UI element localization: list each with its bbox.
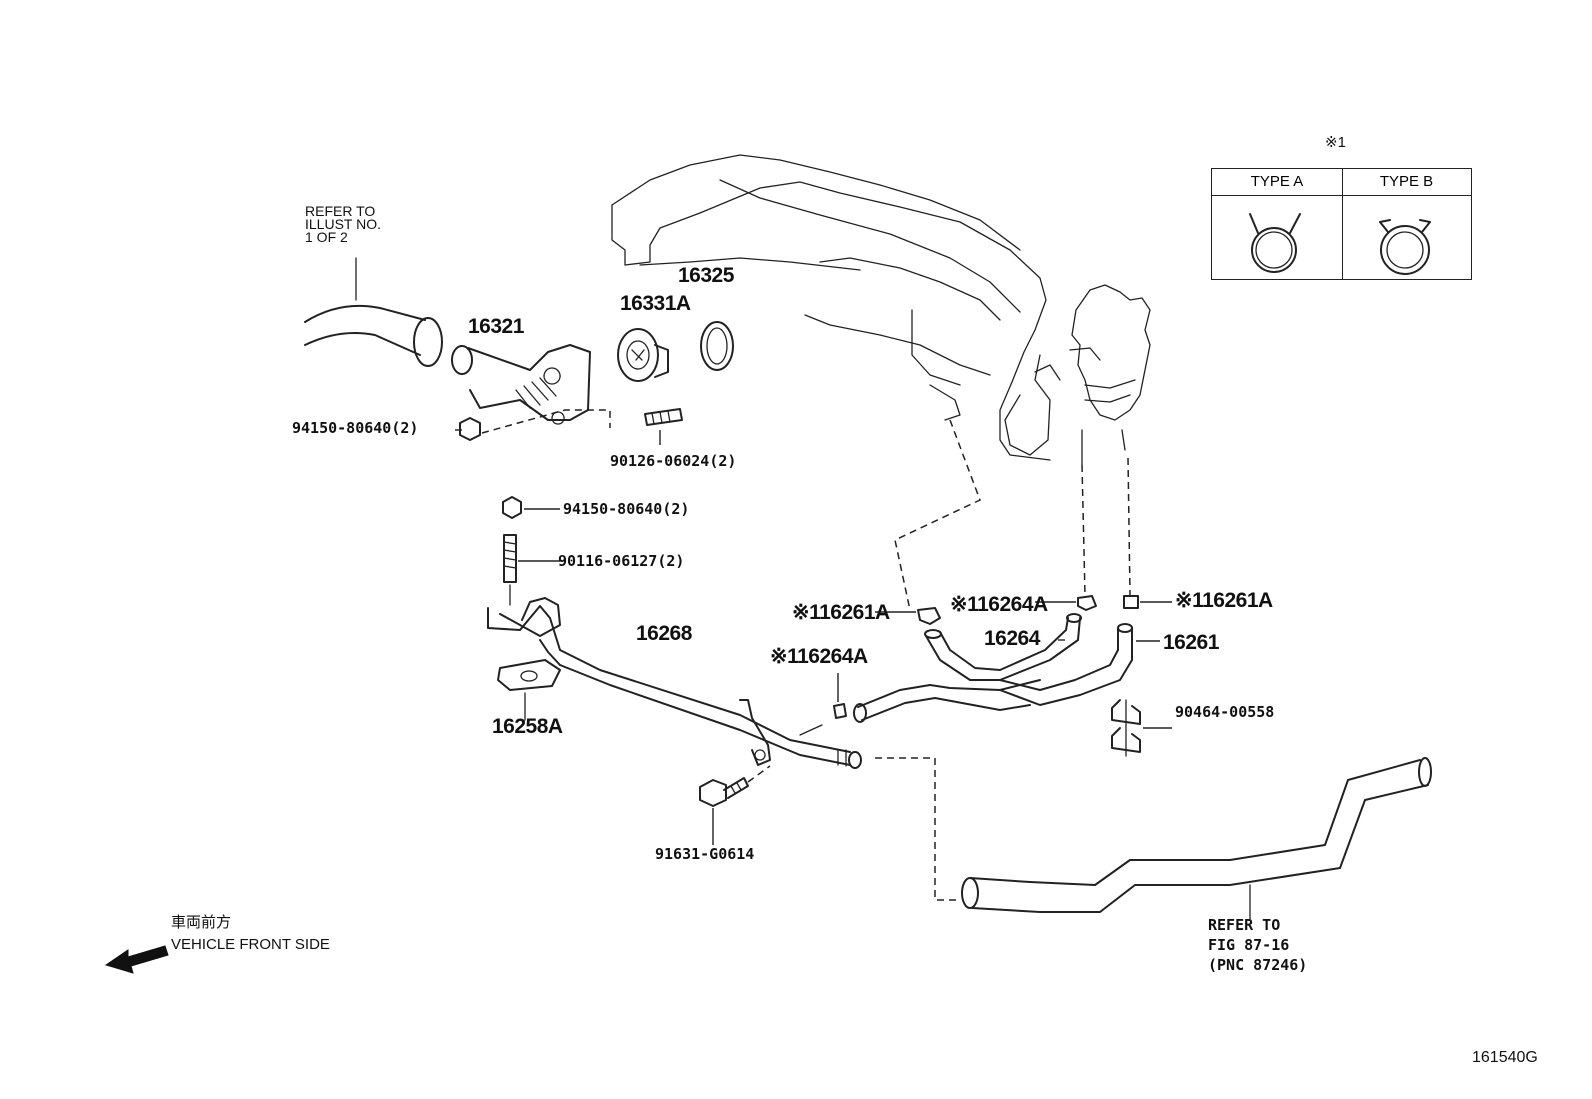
bolt-91631 (699, 765, 771, 845)
clip-90464 (1111, 699, 1172, 757)
pipe-16268 (487, 597, 862, 769)
thermostat-16331A (617, 328, 669, 382)
gasket-16258A (497, 659, 561, 721)
stud-left (503, 534, 560, 606)
clamp-type-b-label: TYPE B (1342, 169, 1471, 196)
front-arrow-icon (104, 945, 169, 974)
diagram-id: 161540G (1472, 1049, 1538, 1066)
part-label-clamp-16264A-right[interactable]: ※116264A (950, 593, 1048, 616)
water-outlet-16321 (451, 344, 591, 425)
nut-left (502, 496, 560, 519)
part-label-clamp-16264A-mid[interactable]: ※116264A (770, 645, 868, 668)
refer-fig-note: REFER TO FIG 87-16 (PNC 87246) (1208, 916, 1308, 974)
clamp-type-b-icon (1379, 219, 1431, 275)
part-label-nut-left[interactable]: 94150-80640(2) (563, 500, 690, 518)
hose-assembly (853, 613, 1160, 723)
part-label-stud-top[interactable]: 90126-06024(2) (610, 452, 737, 470)
engine-block (611, 154, 1151, 466)
clamp-table-divider (1342, 169, 1343, 279)
part-label-16264[interactable]: 16264 (984, 627, 1040, 650)
part-label-bolt[interactable]: 91631-G0614 (655, 845, 755, 863)
part-label-nut-top[interactable]: 94150-80640(2) (292, 419, 419, 437)
clamp-legend-mark: ※1 (1325, 134, 1346, 151)
part-label-16268[interactable]: 16268 (636, 622, 692, 645)
clamp-type-a-label: TYPE A (1212, 169, 1342, 196)
part-label-16261[interactable]: 16261 (1163, 631, 1219, 654)
vehicle-front-jp: 車両前方 (171, 914, 232, 931)
refer-illust-note: REFER TO ILLUST NO. 1 OF 2 (305, 203, 381, 245)
hose-clamps (833, 419, 1172, 719)
gasket-16325 (700, 321, 734, 371)
clamp-type-a-icon (1249, 213, 1301, 273)
part-label-16321[interactable]: 16321 (468, 315, 524, 338)
part-label-clip[interactable]: 90464-00558 (1175, 703, 1275, 721)
vehicle-front-en: VEHICLE FRONT SIDE (171, 936, 330, 953)
clamp-legend-table: TYPE A TYPE B (1211, 168, 1472, 280)
part-label-16325[interactable]: 16325 (678, 264, 734, 287)
part-label-clamp-16261A-right[interactable]: ※116261A (1175, 589, 1273, 612)
part-label-clamp-16261A-mid[interactable]: ※116261A (792, 601, 890, 624)
stud-top (644, 408, 683, 445)
nut-top (455, 409, 611, 441)
upper-hose (304, 257, 443, 367)
part-label-16258A[interactable]: 16258A (492, 715, 563, 738)
part-label-stud-left[interactable]: 90116-06127(2) (558, 552, 685, 570)
heater-hose (875, 757, 1432, 921)
part-label-16331A[interactable]: 16331A (620, 292, 691, 315)
